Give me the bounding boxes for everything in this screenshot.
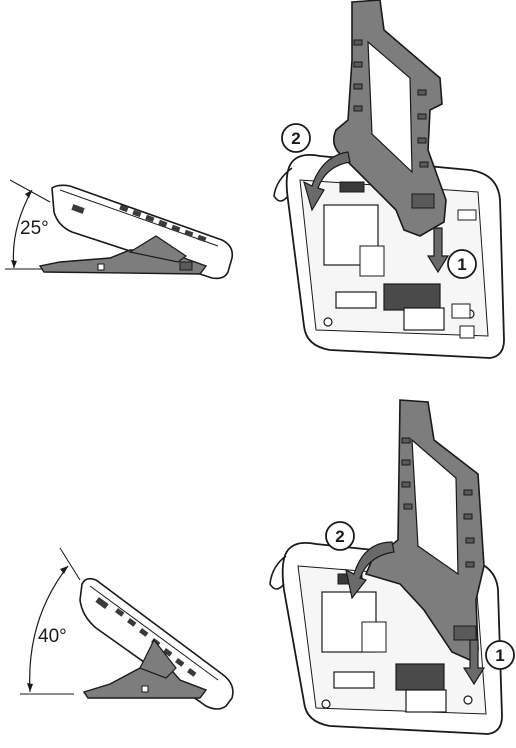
step-callout-1: 1 (447, 249, 477, 279)
svg-text:2: 2 (335, 527, 344, 546)
step-2-arrow (303, 151, 351, 212)
compartment (339, 181, 365, 193)
step-1-arrow (426, 227, 450, 274)
stand-clip (179, 261, 193, 271)
stand-frame-latch (453, 625, 477, 641)
compartment (323, 204, 379, 266)
step-2-arrow (345, 541, 395, 600)
compartment (335, 291, 377, 309)
phone-body-side (51, 184, 234, 280)
keys-row-25 (119, 204, 207, 243)
compartment (403, 307, 445, 331)
screw-hole (463, 695, 473, 705)
handset-slot (95, 597, 109, 609)
angle-reference-line-upper (9, 179, 51, 203)
handset-slot (71, 204, 85, 214)
compartment (405, 689, 447, 713)
stand-foot-side (82, 650, 208, 699)
angle-label: 40° (38, 626, 67, 647)
stand-frame-latch (411, 193, 435, 209)
compartment (459, 325, 475, 339)
angle-arrow-bottom (27, 683, 33, 692)
svg-text:1: 1 (457, 255, 466, 274)
compartment (333, 671, 375, 689)
phone-side-view-25: 25° (5, 179, 234, 280)
angle-arc (12, 189, 33, 269)
compartment (395, 663, 445, 691)
phone-top-edge (89, 585, 219, 681)
screw-hole (321, 699, 331, 709)
stand-frame-ribs (353, 39, 429, 168)
phone-back-view-25 (273, 0, 505, 359)
angle-arrow-top (25, 190, 32, 198)
compartment (383, 283, 441, 311)
compartment (451, 303, 471, 319)
svg-text:1: 1 (495, 646, 504, 665)
phone-back-view-40 (269, 399, 503, 735)
stand-support (128, 235, 188, 263)
stand-notch (97, 263, 105, 271)
angle-reference-line-upper (59, 547, 81, 581)
angle-arrow-top (60, 566, 68, 574)
panel-25-degree: 25° (5, 0, 505, 359)
stand-notch (141, 685, 149, 693)
step-1-arrow (462, 639, 486, 686)
stand-support (139, 638, 177, 679)
angle-label: 25° (20, 218, 49, 239)
angle-arrow-bottom (11, 260, 17, 268)
cord (273, 167, 293, 202)
step-callout-1: 1 (485, 640, 515, 670)
compartment (361, 621, 387, 653)
compartment (359, 245, 385, 277)
panel-40-degree: 40° (20, 399, 515, 735)
compartment (457, 209, 477, 221)
stand-frame-opening (411, 438, 459, 576)
step-callout-2: 2 (281, 123, 311, 153)
cord (269, 555, 287, 590)
angle-arc (29, 565, 69, 693)
stand-frame-opening (367, 40, 413, 174)
step-callout-2: 2 (325, 521, 355, 551)
stand-frame-ribs (401, 437, 475, 568)
screw-hole (323, 317, 333, 327)
phone-side-view-40: 40° (20, 547, 234, 710)
svg-text:2: 2 (291, 129, 300, 148)
